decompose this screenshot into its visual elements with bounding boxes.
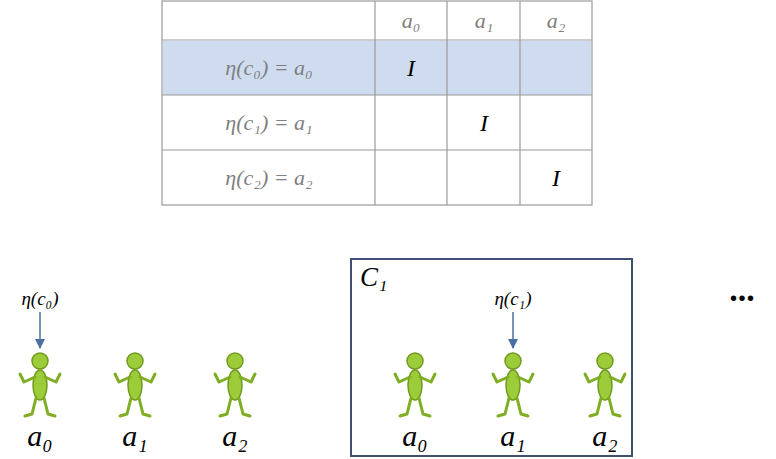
pointer-label: η(c₀) <box>21 289 58 308</box>
group-box: C₁ <box>350 258 633 457</box>
row-header: η(c₂) = a₂ <box>225 167 312 189</box>
table-cell: I <box>552 166 560 190</box>
table-cell: I <box>407 56 415 80</box>
agent-figure <box>395 353 435 416</box>
pointer-arrow <box>39 312 41 348</box>
agent-figure <box>215 353 255 416</box>
row-header: η(c₀) = a₀ <box>225 57 312 79</box>
agent-figure <box>20 353 60 416</box>
agent-figure <box>493 353 533 416</box>
column-header: a₂ <box>547 10 566 32</box>
group-label: C₁ <box>352 260 395 295</box>
row-highlight <box>163 41 591 95</box>
column-header: a₁ <box>475 10 494 32</box>
agent-label: a₂ <box>222 421 247 451</box>
table-grid <box>162 1 592 205</box>
pointer-label: η(c₁) <box>494 289 531 308</box>
row-header: η(c₁) = a₁ <box>225 112 312 134</box>
agent-label: a₀ <box>402 421 427 451</box>
agent-label: a₁ <box>122 421 147 451</box>
agent-figure <box>585 353 625 416</box>
agent-label: a₀ <box>27 421 52 451</box>
agent-label: a₂ <box>592 421 617 451</box>
pointer-arrow <box>512 312 514 348</box>
agent-label: a₁ <box>500 421 525 451</box>
ellipsis: ... <box>729 273 755 307</box>
column-header: a₀ <box>402 10 421 32</box>
agent-figure <box>115 353 155 416</box>
table-cell: I <box>480 111 488 135</box>
